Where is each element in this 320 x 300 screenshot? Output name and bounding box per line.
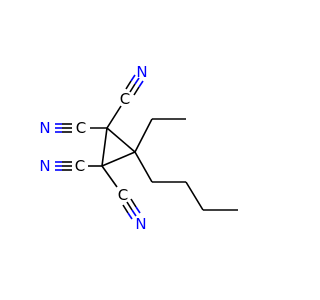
- ethyl-group: [134, 118, 186, 153]
- ethyl-bond-1: [134, 118, 153, 153]
- ring-bond-top-right: [106, 127, 136, 153]
- nitrile-bottom-single-bond: [101, 165, 118, 188]
- nitrile-bottom-triple-bond-n1: [131, 209, 137, 217]
- molecule-drawing: C N C N C N C N: [39, 63, 238, 233]
- nitrile-top-triple-bond-n3: [138, 80, 144, 88]
- nitrile-top-triple-bond-c3: [133, 86, 140, 96]
- nitrile-group-lower-left: C N: [39, 157, 102, 175]
- nitrile-bottom-triple-bond-c3: [122, 204, 129, 214]
- butyl-bond-3: [185, 181, 204, 211]
- butyl-bond-1: [134, 151, 153, 183]
- nitrile-group-upper-left: C N: [39, 119, 107, 137]
- atom-label-carbon-lower-left: C: [75, 157, 85, 175]
- nitrile-group-top: C N: [106, 63, 148, 129]
- nitrile-top-single-bond: [106, 105, 122, 129]
- atom-label-carbon-upper-left: C: [76, 119, 86, 137]
- atom-label-carbon-top: C: [120, 90, 130, 108]
- cyclopropane-ring: [101, 127, 136, 167]
- nitrile-bottom-triple-bond-n2: [135, 206, 141, 214]
- nitrile-bottom-triple-bond-n3: [127, 212, 133, 220]
- nitrile-bottom-triple-bond-c1: [126, 201, 133, 211]
- atom-label-nitrogen-bottom: N: [135, 215, 146, 233]
- nitrile-top-triple-bond-c2: [125, 80, 132, 90]
- butyl-group: [134, 151, 238, 211]
- structure-canvas: C N C N C N C N: [39, 63, 238, 233]
- nitrile-top-triple-bond-c1: [129, 83, 136, 93]
- nitrile-top-triple-bond-n1: [134, 77, 140, 85]
- atom-label-nitrogen-top: N: [136, 63, 147, 81]
- ring-bond-right-bottom: [101, 151, 136, 167]
- nitrile-top-triple-bond-n2: [130, 74, 136, 82]
- nitrile-group-bottom: C N: [101, 165, 147, 233]
- nitrile-bottom-triple-bond-c2: [130, 198, 137, 208]
- atom-label-nitrogen-lower-left: N: [39, 157, 50, 175]
- ring-bond-bottom-top: [101, 127, 108, 167]
- atom-label-nitrogen-upper-left: N: [39, 119, 50, 137]
- atom-label-carbon-bottom: C: [118, 186, 128, 204]
